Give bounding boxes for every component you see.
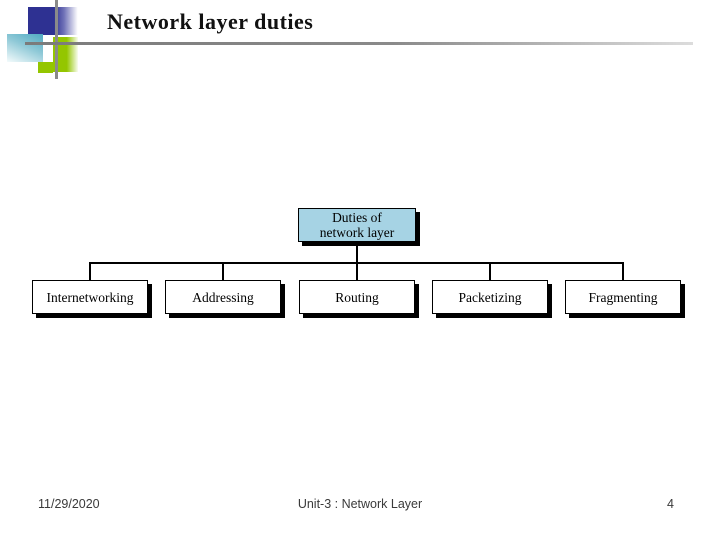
logo-green-small-square: [38, 62, 53, 73]
connector-stub-internetworking: [89, 264, 91, 280]
footer-unit-label: Unit-3 : Network Layer: [297, 497, 423, 511]
footer-date: 11/29/2020: [38, 497, 100, 511]
diagram-root-box: Duties of network layer: [298, 208, 416, 242]
connector-horizontal: [89, 262, 624, 264]
connector-stub-addressing: [222, 264, 224, 280]
connector-root-vertical: [356, 241, 358, 262]
logo-vertical-gray-line: [55, 0, 58, 79]
box-label: Addressing: [192, 289, 254, 305]
box-label: Routing: [335, 289, 379, 305]
logo-blue-square: [28, 7, 54, 35]
logo-blue-fade-square: [54, 7, 79, 35]
logo-teal-square: [7, 34, 43, 62]
slide-title: Network layer duties: [107, 9, 314, 34]
root-box-label-line1: Duties of: [332, 210, 382, 225]
root-box-label-line2: network layer: [319, 225, 395, 240]
diagram-box-addressing: Addressing: [165, 280, 281, 314]
footer-page-number: 4: [667, 497, 674, 511]
connector-stub-packetizing: [489, 264, 491, 280]
diagram-box-internetworking: Internetworking: [32, 280, 148, 314]
box-label: Fragmenting: [588, 289, 658, 305]
box-label: Internetworking: [46, 289, 134, 305]
connector-stub-fragmenting: [622, 264, 624, 280]
title-underline-rule: [25, 42, 693, 45]
diagram-box-routing: Routing: [299, 280, 415, 314]
box-label: Packetizing: [458, 289, 522, 305]
connector-stub-routing: [356, 264, 358, 280]
diagram-box-packetizing: Packetizing: [432, 280, 548, 314]
diagram-box-fragmenting: Fragmenting: [565, 280, 681, 314]
